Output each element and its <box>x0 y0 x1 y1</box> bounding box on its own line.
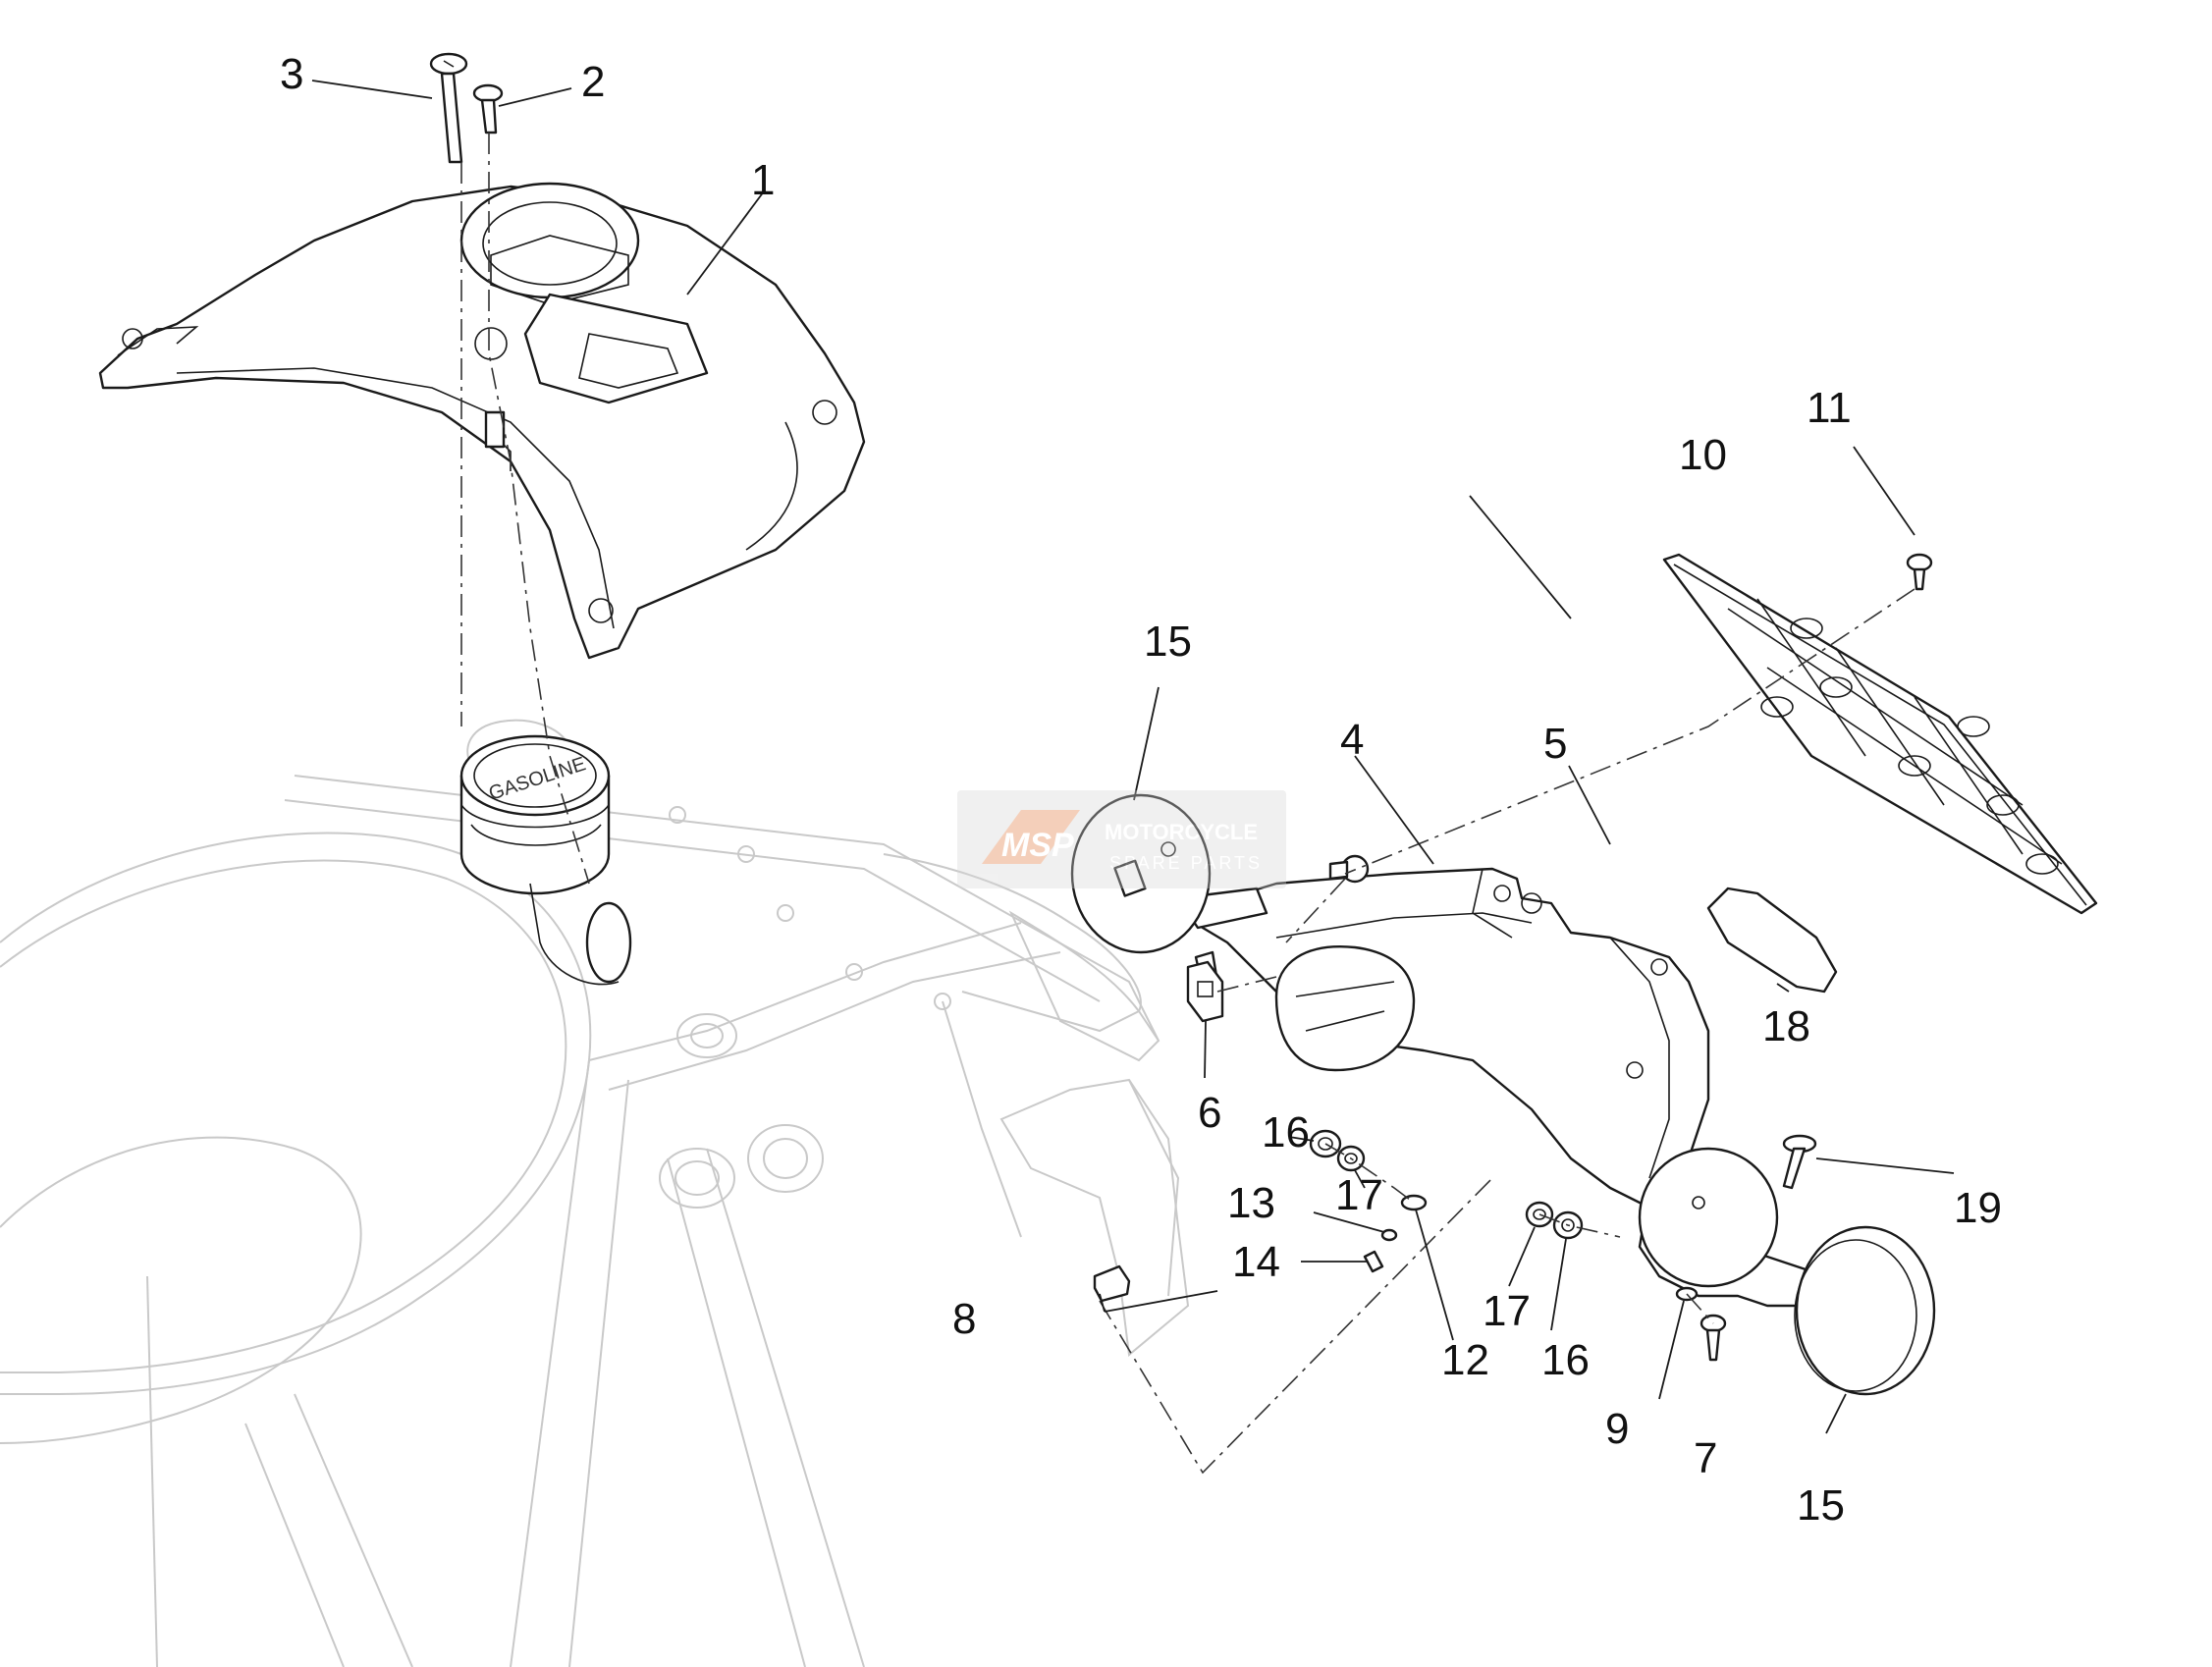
watermark-box <box>957 790 1286 888</box>
watermark-logo-text: MSP <box>1001 827 1074 864</box>
callout-label: 3 <box>280 50 303 98</box>
watermark: MSP MOTORCYCLE SPARE PARTS <box>957 790 1286 888</box>
scooter-frame <box>0 719 1190 1667</box>
part-8-clip <box>1093 1264 1131 1303</box>
callout-label: 9 <box>1605 1405 1629 1453</box>
watermark-logo-shape <box>982 810 1080 864</box>
assembly-centerlines <box>460 133 1915 1475</box>
callout-label: 12 <box>1441 1336 1489 1384</box>
callout-label: 16 <box>1262 1108 1310 1156</box>
callout-label: 18 <box>1762 1002 1810 1050</box>
callout-label: 1 <box>751 156 775 204</box>
fuel-filler-cap: GASOLINE <box>459 734 632 986</box>
part-5-bolt <box>1328 854 1370 884</box>
leader-lines <box>311 80 1955 1434</box>
callout-label: 10 <box>1679 431 1727 479</box>
part-2-short-screw <box>472 83 504 134</box>
part-7-screw <box>1699 1314 1727 1362</box>
watermark-line2: SPARE PARTS <box>1109 853 1263 873</box>
part-6-clip-nut <box>1186 960 1224 1023</box>
callout-label: 17 <box>1483 1287 1531 1335</box>
callout-label: 19 <box>1954 1184 2002 1232</box>
part-1-rear-rack <box>98 182 866 660</box>
callout-label: 15 <box>1144 618 1192 666</box>
callout-label: 15 <box>1797 1481 1845 1530</box>
callout-label: 16 <box>1541 1336 1590 1384</box>
part-14-pin <box>1363 1250 1384 1273</box>
callout-label: 7 <box>1694 1434 1717 1482</box>
part-19-bolt <box>1782 1134 1817 1190</box>
callout-label: 6 <box>1198 1089 1221 1137</box>
callout-label: 2 <box>581 58 605 106</box>
callout-label: 13 <box>1227 1179 1275 1227</box>
callout-label: 8 <box>952 1295 976 1343</box>
callout-label: 4 <box>1340 716 1364 764</box>
part-13-ring <box>1380 1228 1398 1242</box>
part-3-long-screw <box>429 52 468 164</box>
callout-label: 14 <box>1232 1238 1280 1286</box>
watermark-line1: MOTORCYCLE <box>1105 820 1258 844</box>
part-15-lens-right <box>1794 1225 1936 1396</box>
callout-labels: 3 2 1 4 5 6 7 8 9 10 11 12 13 14 15 15 1… <box>280 50 2002 1530</box>
callout-label: 17 <box>1335 1171 1383 1219</box>
part-12-washer <box>1400 1194 1428 1211</box>
part-18-reflector <box>1706 887 1838 994</box>
callout-label: 5 <box>1543 720 1567 768</box>
part-11-screw <box>1906 553 1933 591</box>
callout-label: 11 <box>1807 384 1852 432</box>
part-15-lens-left <box>1070 793 1212 954</box>
part-10-plate-holder <box>1662 553 2098 915</box>
